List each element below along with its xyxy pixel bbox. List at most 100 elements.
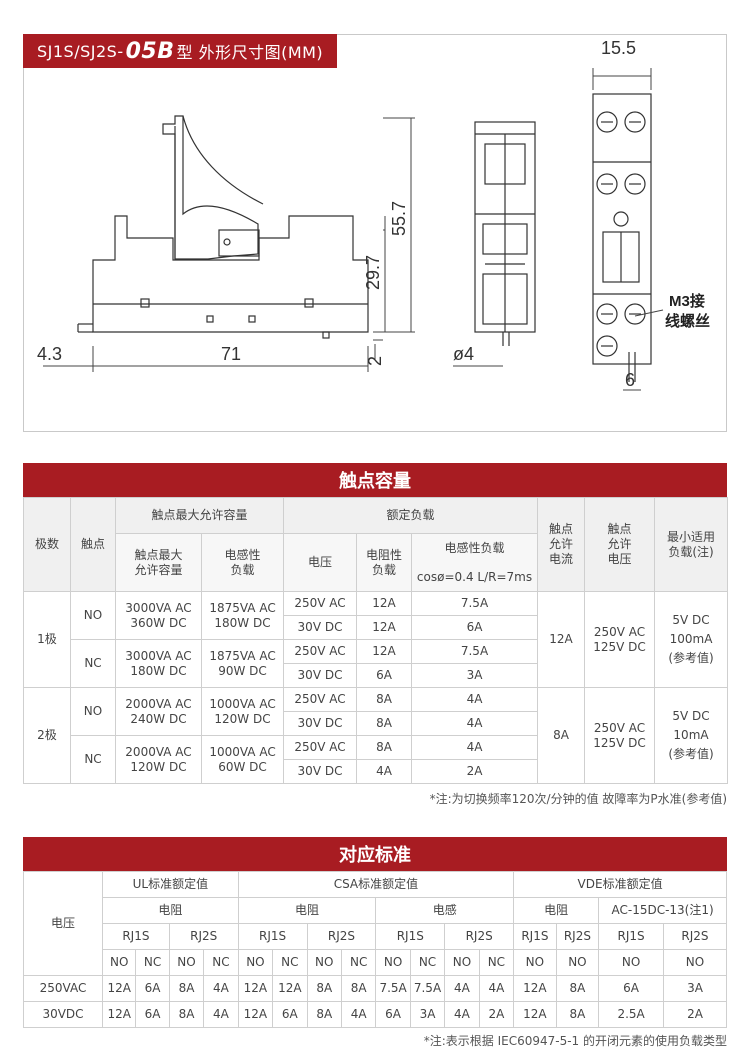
h-max-res: 触点最大 允许容量 [115, 533, 202, 592]
dim-height-mid: 29.7 [363, 255, 383, 290]
dim-front-width: 15.5 [601, 38, 636, 58]
table-cell: 4A [411, 735, 539, 760]
std-h-rj1s: RJ1S [375, 923, 446, 950]
std-h-csa-ind: 电感 [375, 897, 515, 924]
std-h-nc: NC [203, 949, 239, 976]
std-h-ul: UL标准额定值 [101, 871, 239, 898]
table-cell: 250V AC [283, 591, 358, 616]
table-cell: 12A [101, 1001, 137, 1028]
table-cell: 8A [168, 975, 205, 1002]
std-h-no: NO [306, 949, 342, 976]
contact-note: *注:为切换频率120次/分钟的值 故障率为P水准(参考值) [429, 792, 727, 806]
table-cell: 12A [101, 975, 137, 1002]
drawing-title: SJ1S/SJ2S- 05B 型 外形尺寸图(MM) [23, 34, 338, 68]
std-h-nc: NC [272, 949, 308, 976]
table-cell: 7.5A [411, 591, 539, 616]
std-h-rj1s: RJ1S [101, 923, 170, 950]
table-cell: 4A [203, 1001, 239, 1028]
std-row1-label: 250VAC [23, 975, 103, 1002]
p1-no: NO [70, 591, 116, 640]
table-cell: 8A [306, 1001, 342, 1028]
table-cell: 3A [411, 663, 539, 688]
std-h-rj2s: RJ2S [444, 923, 515, 950]
std-h-vde-res: 电阻 [513, 897, 600, 924]
p2-nc: NC [70, 735, 116, 784]
table-cell: 8A [168, 1001, 205, 1028]
h-voltage: 电压 [283, 533, 358, 592]
table-cell: 8A [356, 687, 413, 712]
h-min: 最小适用 负载(注) [654, 497, 729, 592]
std-h-no: NO [101, 949, 137, 976]
h-ind-sub: cosø=0.4 L/R=7ms [411, 563, 539, 592]
p2-nc-max: 2000VA AC 120W DC [115, 735, 202, 784]
table-cell: 2A [411, 759, 539, 784]
table-cell: 3A [409, 1001, 446, 1028]
table-cell: 7.5A [375, 975, 411, 1002]
table-cell: 8A [356, 735, 413, 760]
table-cell: 4A [411, 711, 539, 736]
contact-section-title: 触点容量 [23, 463, 727, 497]
std-h-no: NO [663, 949, 727, 976]
table-cell: 30V DC [283, 663, 358, 688]
table-cell: 250V AC [283, 735, 358, 760]
std-h-no: NO [237, 949, 274, 976]
std-h-rj1s: RJ1S [598, 923, 664, 950]
dimension-drawing: 55.7 29.7 2 71 4.3 ø4 15.5 6 M3接 线螺丝 [37, 38, 710, 391]
table-cell: 6A [135, 975, 170, 1002]
h-volt: 触点 允许 电压 [584, 497, 656, 592]
table-cell: 6A [598, 975, 664, 1002]
dim-front-bottom: 6 [625, 370, 635, 390]
table-cell: 8A [555, 1001, 600, 1028]
screw-label-line2: 线螺丝 [665, 312, 710, 330]
std-h-csa-res: 电阻 [237, 897, 377, 924]
h-res: 电阻性 负载 [356, 533, 413, 592]
std-h-csa: CSA标准额定值 [237, 871, 515, 898]
h-cur: 触点 允许 电流 [537, 497, 586, 592]
p2-volt: 250V AC 125V DC [584, 687, 656, 784]
table-cell: 7.5A [409, 975, 446, 1002]
table-cell: 12A [356, 591, 413, 616]
table-cell: 4A [203, 975, 239, 1002]
std-h-rj2s: RJ2S [306, 923, 377, 950]
dim-pin-dia: ø4 [453, 344, 474, 364]
contact-table: 极数 触点 触点最大允许容量 额定负载 触点 允许 电流 触点 允许 电压 最小… [23, 497, 729, 784]
p1-volt: 250V AC 125V DC [584, 591, 656, 688]
standards-note: *注:表示根据 IEC60947-5-1 的开闭元素的使用负载类型 [423, 1034, 727, 1048]
std-h-rj2s: RJ2S [168, 923, 239, 950]
table-cell: 12A [356, 639, 413, 664]
middle-view [474, 121, 536, 346]
p2-no: NO [70, 687, 116, 736]
table-cell: 2.5A [598, 1001, 664, 1028]
std-h-rj2s: RJ2S [663, 923, 727, 950]
table-cell: 4A [478, 975, 515, 1002]
std-h-ul-res: 电阻 [101, 897, 239, 924]
p1-cur: 12A [537, 591, 586, 688]
table-cell: 8A [356, 711, 413, 736]
table-cell: 6A [135, 1001, 170, 1028]
front-view [592, 93, 652, 382]
std-h-nc: NC [340, 949, 377, 976]
std-h-voltage: 电压 [23, 871, 103, 976]
side-view [77, 115, 369, 339]
table-cell: 4A [356, 759, 413, 784]
std-h-no: NO [513, 949, 557, 976]
table-cell: 8A [306, 975, 342, 1002]
std-h-no: NO [444, 949, 480, 976]
p2-min: 5V DC 10mA (参考值) [654, 687, 729, 784]
table-cell: 30V DC [283, 711, 358, 736]
h-max: 触点最大允许容量 [114, 497, 285, 534]
table-cell: 4A [340, 1001, 377, 1028]
std-h-nc: NC [409, 949, 446, 976]
table-cell: 3A [663, 975, 727, 1002]
table-cell: 6A [411, 615, 539, 640]
table-cell: 12A [513, 1001, 557, 1028]
table-cell: 6A [356, 663, 413, 688]
table-cell: 8A [555, 975, 600, 1002]
table-cell: 12A [237, 1001, 274, 1028]
table-cell: 4A [444, 975, 480, 1002]
p2-no-ind: 1000VA AC 120W DC [200, 687, 285, 736]
std-h-vde-ac15: AC-15DC-13(注1) [598, 897, 727, 924]
p2-nc-ind: 1000VA AC 60W DC [200, 735, 285, 784]
table-cell: 4A [444, 1001, 480, 1028]
std-h-rj1s: RJ1S [513, 923, 557, 950]
